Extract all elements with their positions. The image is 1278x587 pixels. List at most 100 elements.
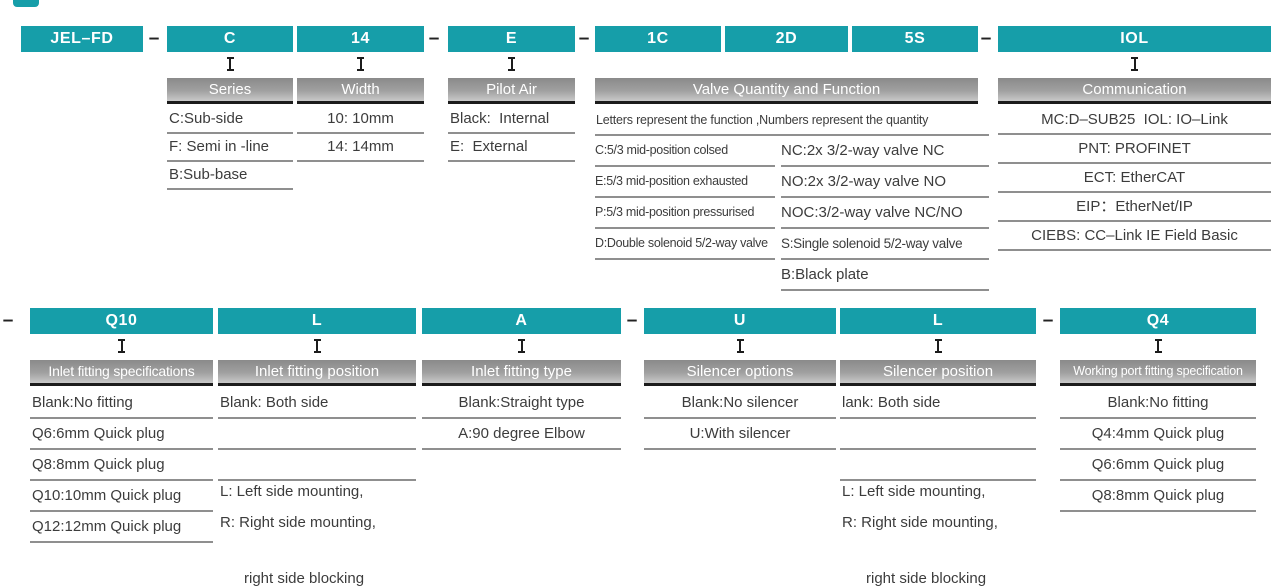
option-item: C:Sub-side: [167, 106, 293, 134]
column-series: C Series C:Sub-side F: Semi in -line B:S…: [167, 26, 293, 190]
option-item: EIP：EtherNet/IP: [998, 193, 1271, 222]
option-item: 14: 14mm: [297, 134, 424, 162]
code-box-series: C: [167, 26, 293, 52]
inlet-fitting-position-header: Inlet fitting position: [218, 360, 416, 386]
i-beam-connector-icon: [933, 339, 943, 353]
silencer-options-header: Silencer options: [644, 360, 836, 386]
option-item: Q6:6mm Quick plug: [30, 419, 213, 450]
option-item: Black: Internal: [448, 106, 575, 134]
option-item: B:Sub-base: [167, 162, 293, 190]
inlet-fitting-specifications-header: Inlet fitting specifications: [30, 360, 213, 386]
valve-note: Letters represent the function ,Numbers …: [595, 106, 989, 136]
option-item: R: Right side mounting, left side blocki…: [840, 450, 1036, 531]
option-item: A:90 degree Elbow: [422, 419, 621, 450]
code-box-prefix: JEL–FD: [21, 26, 143, 52]
option-item: Q4:4mm Quick plug: [1060, 419, 1256, 450]
option-item: Q8:8mm Quick plug: [1060, 481, 1256, 512]
option-line: R: Right side mounting,: [842, 514, 998, 531]
pilot-air-header: Pilot Air: [448, 78, 575, 104]
dash-separator: –: [148, 28, 160, 49]
option-item: Blank:Straight type: [422, 388, 621, 419]
dash-separator: –: [578, 28, 590, 49]
i-beam-connector-icon: [312, 339, 322, 353]
silencer-position-header: Silencer position: [840, 360, 1036, 386]
i-beam-connector-icon: [117, 339, 126, 353]
option-item: P:5/3 mid-position pressurised: [595, 198, 775, 229]
option-item: lank: Both side: [840, 388, 1036, 419]
option-item: NC:2x 3/2-way valve NC: [781, 136, 989, 167]
dash-separator: –: [980, 28, 992, 49]
column-working-port-fitting: Q4 Working port fitting specification Bl…: [1060, 308, 1256, 512]
code-box-valve-2: 2D: [725, 26, 848, 52]
option-item: NO:2x 3/2-way valve NO: [781, 167, 989, 198]
communication-header: Communication: [998, 78, 1271, 104]
series-header: Series: [167, 78, 293, 104]
option-item: F: Semi in -line: [167, 134, 293, 162]
option-item: Q6:6mm Quick plug: [1060, 450, 1256, 481]
option-item: D:Double solenoid 5/2-way valve: [595, 229, 775, 260]
column-communication: IOL Communication MC:D–SUB25 IOL: IO–Lin…: [998, 26, 1271, 251]
working-port-fitting-header: Working port fitting specification: [1060, 360, 1256, 386]
option-line: R: Right side mounting,: [220, 514, 376, 531]
option-line: right side blocking: [866, 570, 987, 587]
option-item: 10: 10mm: [297, 106, 424, 134]
code-box-width: 14: [297, 26, 424, 52]
option-item: MC:D–SUB25 IOL: IO–Link: [998, 106, 1271, 135]
column-inlet-fitting-position: L Inlet fitting position Blank: Both sid…: [218, 308, 416, 587]
option-line: L: Left side mounting,: [842, 483, 986, 500]
option-item: E:5/3 mid-position exhausted: [595, 167, 775, 198]
code-box-inlet-position: L: [218, 308, 416, 334]
option-item: ECT: EtherCAT: [998, 164, 1271, 193]
code-box-valve-1: 1C: [595, 26, 721, 52]
option-line: L: Left side mounting,: [220, 483, 364, 500]
option-item: Q10:10mm Quick plug: [30, 481, 213, 512]
option-item: Blank:No silencer: [644, 388, 836, 419]
option-item: Blank:No fitting: [1060, 388, 1256, 419]
option-item: R: Right side mounting, left side blocki…: [218, 450, 416, 531]
column-inlet-fitting-type: A Inlet fitting type Blank:Straight type…: [422, 308, 621, 450]
i-beam-connector-icon: [735, 339, 745, 353]
inlet-fitting-type-header: Inlet fitting type: [422, 360, 621, 386]
option-item: L: Left side mounting, right side blocki…: [840, 419, 1036, 587]
option-item: Q12:12mm Quick plug: [30, 512, 213, 543]
option-line: right side blocking: [244, 570, 365, 587]
option-item: NOC:3/2-way valve NC/NO: [781, 198, 989, 229]
column-width: 14 Width 10: 10mm 14: 14mm: [297, 26, 424, 162]
dash-separator: –: [626, 310, 638, 331]
code-box-working-port: Q4: [1060, 308, 1256, 334]
option-item: Q8:8mm Quick plug: [30, 450, 213, 481]
code-box-valve-3: 5S: [852, 26, 978, 52]
option-item: PNT: PROFINET: [998, 135, 1271, 164]
valve-quantity-function-header: Valve Quantity and Function: [595, 78, 978, 104]
dash-separator: –: [1042, 310, 1054, 331]
column-inlet-fitting-specifications: Q10 Inlet fitting specifications Blank:N…: [30, 308, 213, 543]
option-item: B:Black plate: [781, 260, 989, 291]
option-item: C:5/3 mid-position colsed: [595, 136, 775, 167]
code-box-silencer-options: U: [644, 308, 836, 334]
code-box-inlet-spec: Q10: [30, 308, 213, 334]
column-silencer-position: L Silencer position lank: Both side L: L…: [840, 308, 1036, 587]
option-item: Blank:No fitting: [30, 388, 213, 419]
width-header: Width: [297, 78, 424, 104]
code-box-inlet-type: A: [422, 308, 621, 334]
dash-separator: –: [2, 310, 14, 331]
i-beam-connector-icon: [1130, 57, 1139, 71]
option-item: E: External: [448, 134, 575, 162]
i-beam-connector-icon: [356, 57, 365, 71]
option-item: U:With silencer: [644, 419, 836, 450]
i-beam-connector-icon: [507, 57, 516, 71]
code-box-silencer-position: L: [840, 308, 1036, 334]
i-beam-connector-icon: [1153, 339, 1163, 353]
option-item: Blank: Both side: [218, 388, 416, 419]
cropped-teal-fragment: [13, 0, 39, 7]
i-beam-connector-icon: [517, 339, 526, 353]
option-item: CIEBS: CC–Link IE Field Basic: [998, 222, 1271, 251]
column-silencer-options: U Silencer options Blank:No silencer U:W…: [644, 308, 836, 450]
column-pilot-air: E Pilot Air Black: Internal E: External: [448, 26, 575, 162]
column-valve-quantity-function: 1C 2D 5S Valve Quantity and Function Let…: [595, 26, 989, 291]
option-item: S:Single solenoid 5/2-way valve: [781, 229, 989, 260]
option-item: L: Left side mounting, right side blocki…: [218, 419, 416, 587]
dash-separator: –: [428, 28, 440, 49]
i-beam-connector-icon: [225, 57, 235, 71]
